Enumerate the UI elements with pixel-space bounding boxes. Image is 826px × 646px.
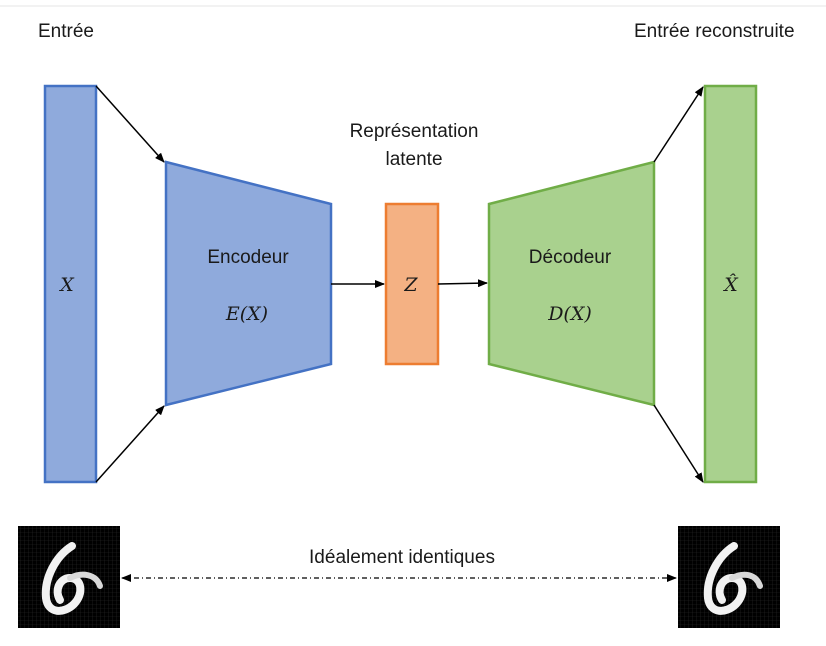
identical-label: Idéalement identiques: [309, 547, 495, 568]
arrow-input-top: [95, 85, 165, 163]
arrow-latent-decoder: [437, 279, 488, 288]
arrow-output-bottom: [653, 404, 704, 483]
input-symbol: X: [58, 274, 75, 296]
output-symbol: X̂: [722, 274, 739, 296]
input-label: Entrée: [38, 21, 94, 42]
latent-label-line2: latente: [385, 149, 442, 170]
arrow-output-top: [653, 86, 704, 163]
latent-symbol: Z: [403, 274, 418, 296]
output-layer: [703, 84, 758, 484]
arrow-input-bottom: [95, 405, 165, 483]
reconstructed-digit-image: [678, 526, 780, 628]
decoder-label: Décodeur: [529, 247, 612, 268]
encoder-formula: E(X): [225, 303, 268, 325]
decoder-formula: D(X): [547, 303, 592, 325]
latent-label-line1: Représentation: [350, 121, 479, 142]
decoder-block: [487, 160, 656, 407]
input-layer: [43, 84, 98, 484]
reconstructed-label: Entrée reconstruite: [634, 21, 795, 42]
encoder-block: [164, 160, 333, 407]
input-digit-image: [18, 526, 120, 628]
encoder-label: Encodeur: [207, 247, 289, 268]
